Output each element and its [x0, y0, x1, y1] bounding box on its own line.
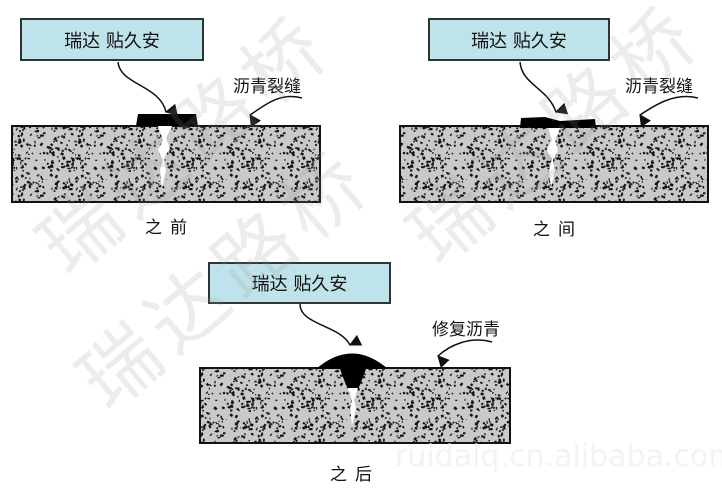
- site-watermark: ruidalq.cn.alibaba.com: [395, 439, 722, 474]
- stage-caption: 之间: [533, 220, 583, 240]
- crack-before: [158, 126, 172, 188]
- product-label: 瑞达 贴久安: [471, 30, 567, 52]
- patch-tape-before: [136, 114, 198, 126]
- crack-between: [547, 128, 560, 188]
- repair-asphalt-mound: [316, 353, 388, 369]
- pointer-arrow: [299, 303, 363, 346]
- product-label: 瑞达 贴久安: [251, 274, 348, 295]
- pointer-arrow: [639, 95, 699, 128]
- stage-caption: 之前: [145, 218, 195, 238]
- product-label: 瑞达 贴久安: [64, 30, 160, 52]
- pointer-arrow: [117, 61, 178, 116]
- callout-label: 沥青裂缝: [625, 77, 693, 97]
- crack-after: [348, 388, 358, 425]
- callout-label: 沥青裂缝: [233, 77, 301, 97]
- pointer-arrow: [437, 339, 493, 369]
- pointer-arrow: [519, 61, 569, 115]
- product-label-box: 瑞达 贴久安: [208, 262, 391, 304]
- pointer-arrow: [249, 95, 303, 128]
- product-label-box: 瑞达 贴久安: [428, 18, 610, 61]
- stage-caption: 之后: [330, 465, 380, 485]
- callout-label: 修复沥青: [432, 320, 500, 340]
- product-label-box: 瑞达 贴久安: [20, 18, 204, 61]
- patch-tape-between: [520, 117, 596, 128]
- repair-fill-crack: [340, 369, 366, 395]
